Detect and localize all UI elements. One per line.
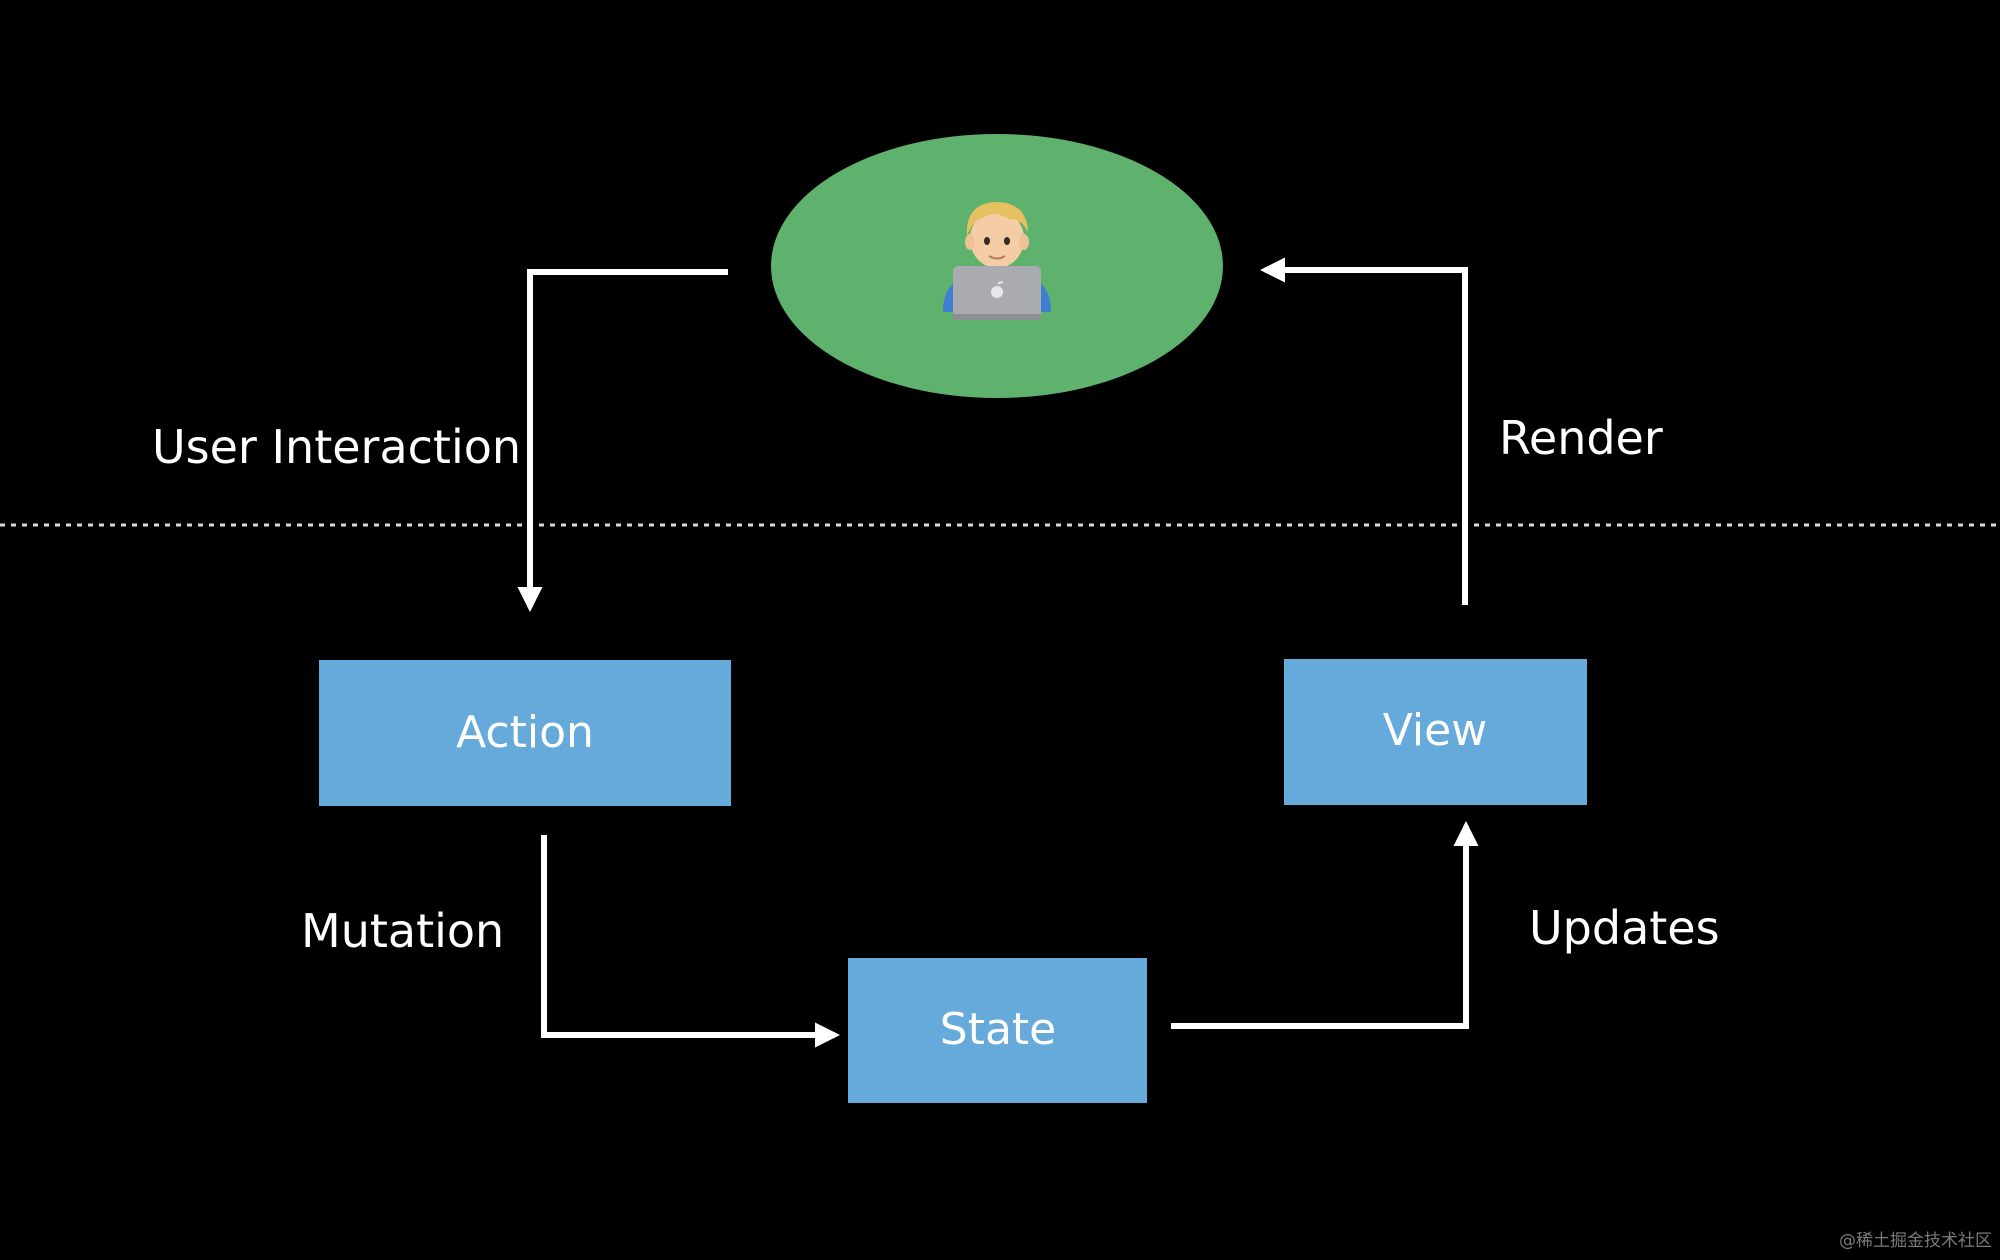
state-label: State (940, 1004, 1056, 1055)
action-node: Action (319, 660, 731, 806)
updates-label: Updates (1529, 901, 1720, 955)
view-node: View (1284, 659, 1587, 805)
watermark: @稀土掘金技术社区 (1839, 1231, 1992, 1251)
updates-arrow (1171, 820, 1479, 1029)
view-label: View (1383, 705, 1487, 756)
user-with-laptop-icon (943, 202, 1051, 320)
action-label: Action (456, 707, 594, 758)
user-node (771, 134, 1223, 398)
mutation-arrow (541, 835, 841, 1048)
view-box (1284, 659, 1587, 805)
render-arrow (1259, 257, 1468, 605)
state-box (848, 958, 1147, 1103)
render-label: Render (1499, 411, 1663, 465)
state-node: State (848, 958, 1147, 1103)
user-interaction-arrow (517, 269, 728, 613)
user-interaction-label: User Interaction (152, 420, 521, 474)
action-box (319, 660, 731, 806)
mutation-label: Mutation (301, 904, 504, 958)
